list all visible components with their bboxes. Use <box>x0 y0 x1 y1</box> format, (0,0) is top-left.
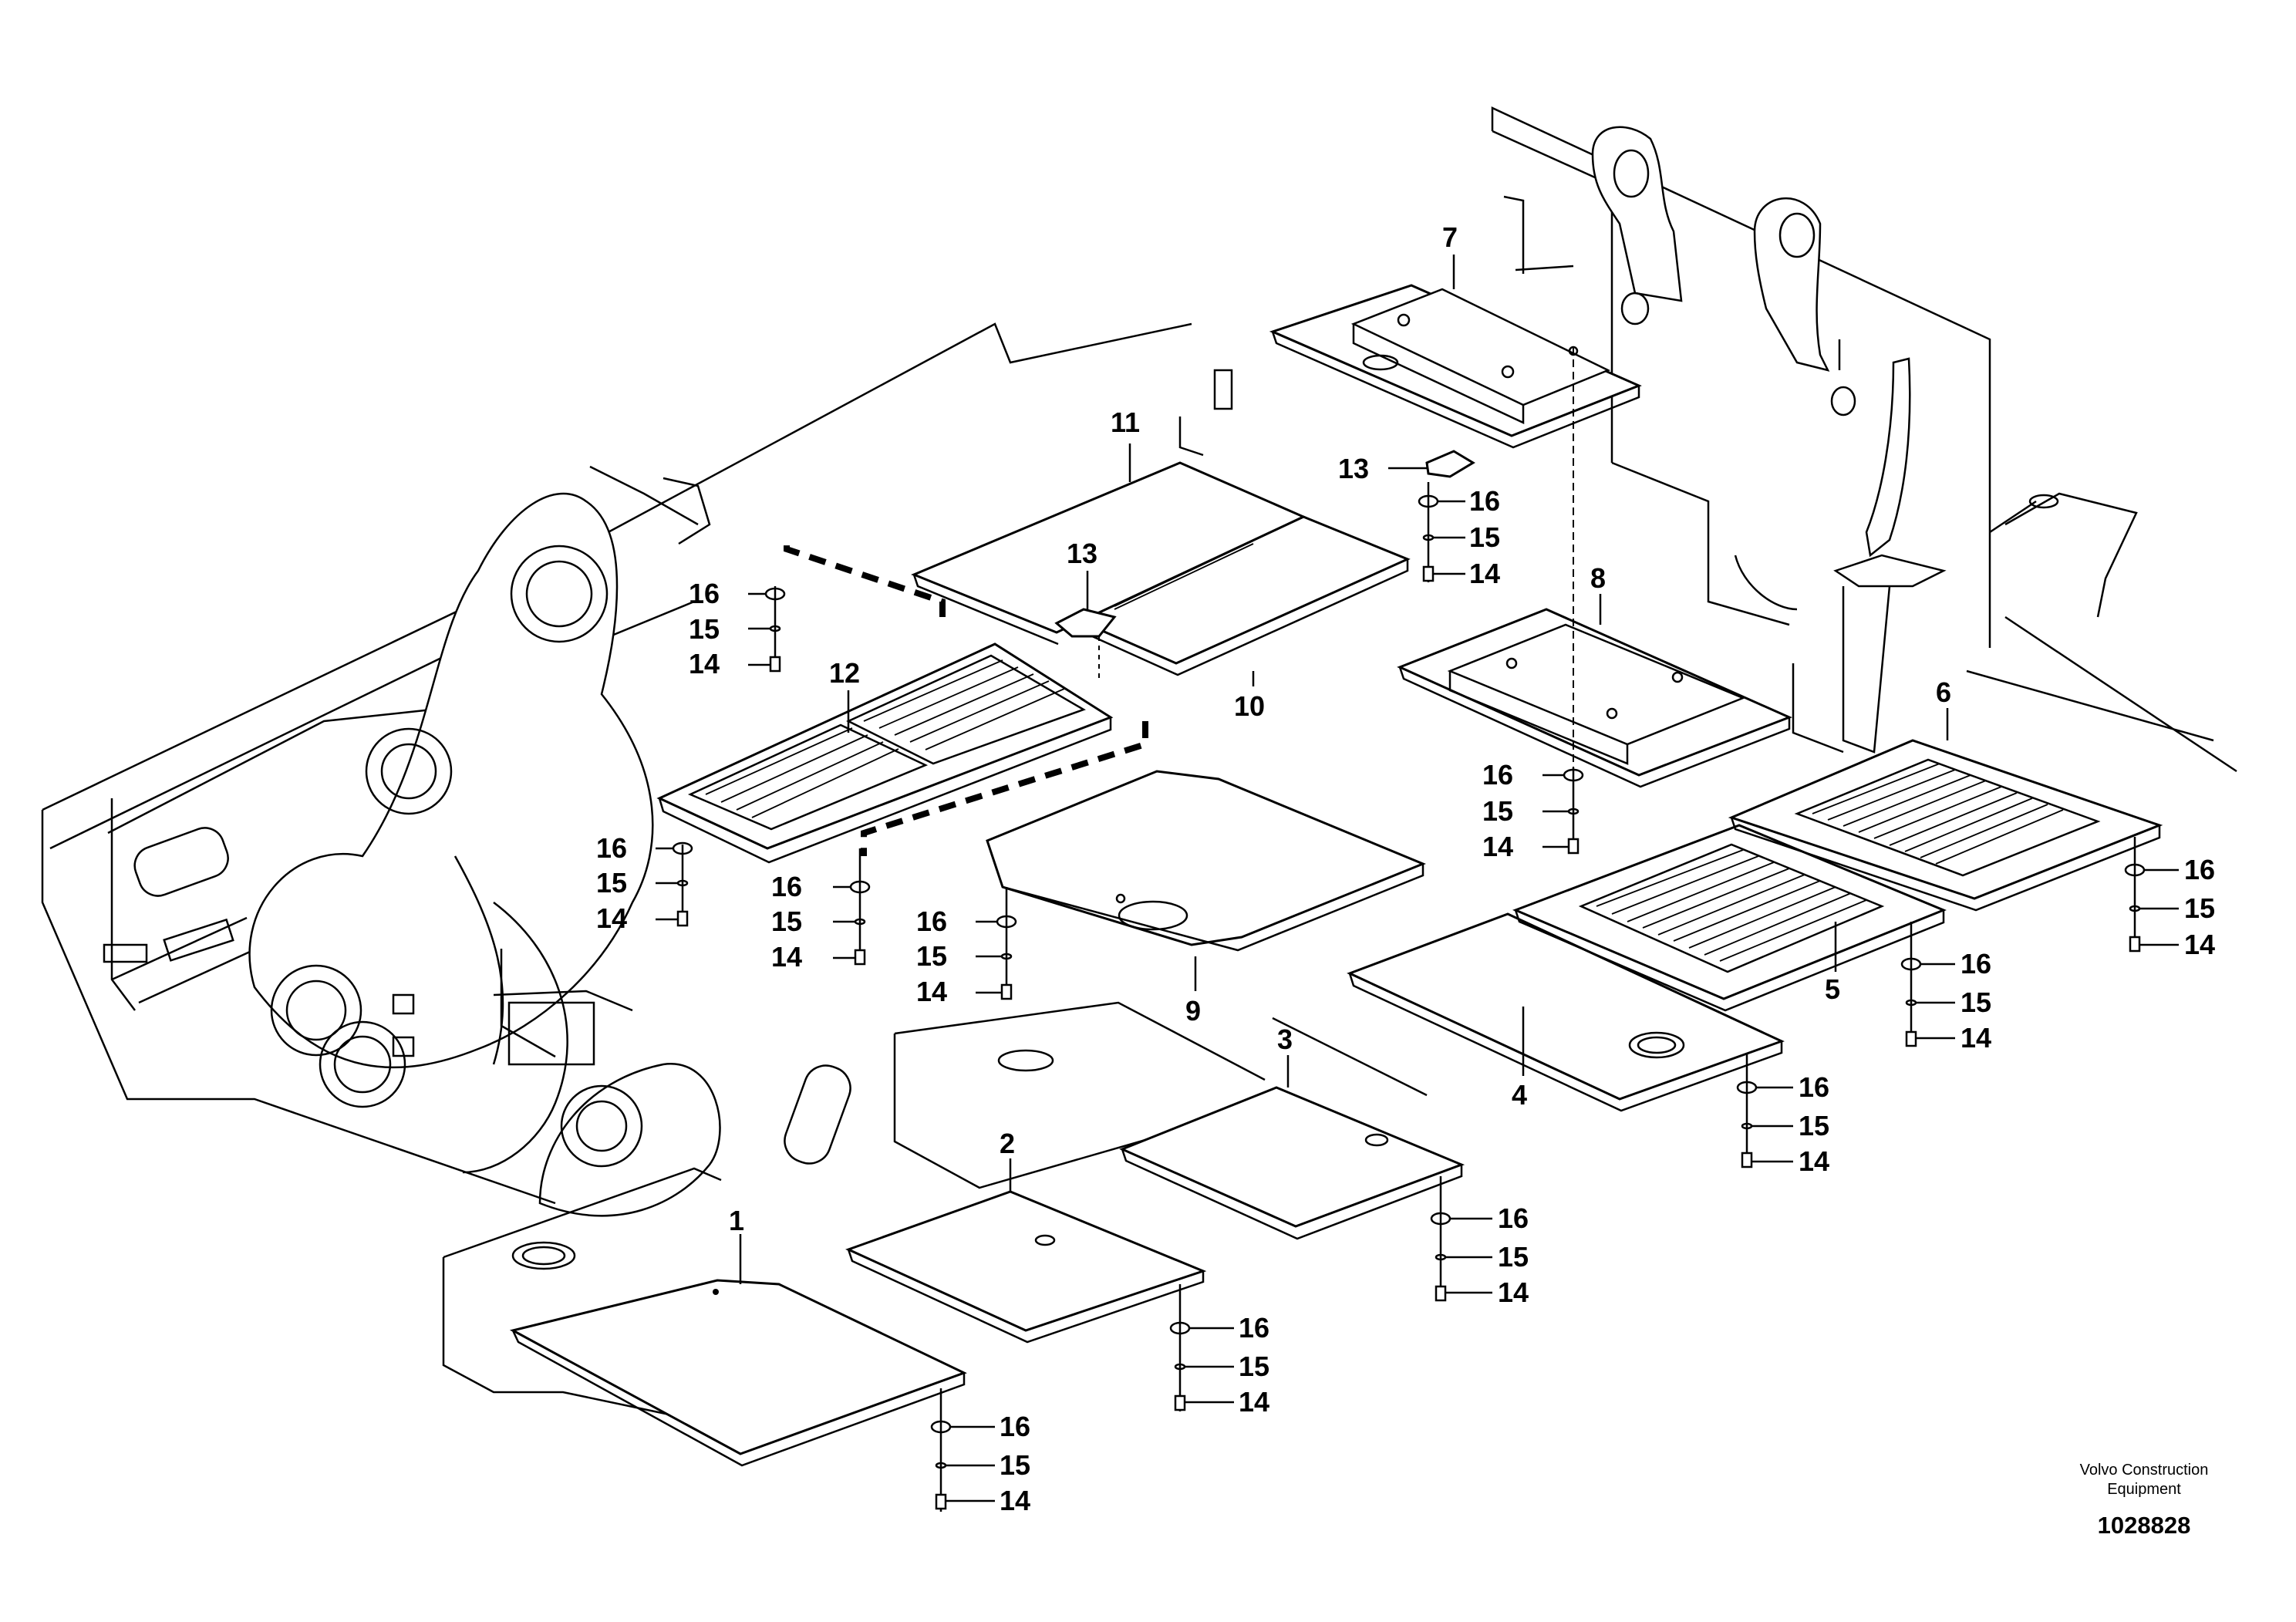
grate-panel-6 <box>1728 739 2163 912</box>
callout-16: 16 <box>1799 1071 1829 1103</box>
small-cover-13 <box>1054 450 1475 638</box>
callout-15: 15 <box>596 867 627 899</box>
brand-line-1: Volvo Construction <box>2080 1462 2209 1479</box>
callout-15: 15 <box>1961 986 1991 1018</box>
callout-14: 14 <box>1000 1485 1030 1516</box>
callout-15: 15 <box>1498 1241 1529 1273</box>
callout-14: 14 <box>1498 1276 1529 1308</box>
callout-15: 15 <box>1482 795 1513 827</box>
callout-11: 11 <box>1111 406 1140 438</box>
callout-16: 16 <box>596 832 627 864</box>
callout-16: 16 <box>689 578 720 609</box>
fastener-stack-k <box>1169 1284 1234 1411</box>
callout-16: 16 <box>1469 485 1500 517</box>
grate-panel-12 <box>656 642 1114 864</box>
callout-15: 15 <box>916 940 947 972</box>
callout-14: 14 <box>771 941 802 973</box>
callout-6: 6 <box>1936 676 1951 708</box>
fastener-stack-d <box>976 887 1017 1000</box>
callout-10: 10 <box>1234 690 1265 722</box>
fastener-stack-l <box>930 1388 995 1512</box>
callout-14: 14 <box>1469 558 1500 589</box>
callout-14: 14 <box>1961 1022 1991 1054</box>
callout-15: 15 <box>1239 1351 1269 1382</box>
callout-13b: 13 <box>1338 453 1369 484</box>
fastener-stack-j <box>1430 1176 1492 1302</box>
callout-labels: 1 2 3 4 5 6 7 8 9 10 11 12 13 13 16 15 1… <box>596 221 2215 1516</box>
callout-16: 16 <box>1482 759 1513 791</box>
callout-8: 8 <box>1590 562 1606 594</box>
callout-14: 14 <box>689 648 720 679</box>
callout-14: 14 <box>916 976 947 1007</box>
fastener-stack-h <box>1900 922 1955 1047</box>
callout-15: 15 <box>1000 1449 1030 1481</box>
cover-plate-11 <box>911 461 1306 646</box>
leader-lines <box>739 255 1949 1284</box>
callout-16: 16 <box>2184 854 2215 885</box>
callout-16: 16 <box>916 905 947 937</box>
callout-7: 7 <box>1442 221 1458 253</box>
fastener-stack-i <box>1736 1053 1793 1168</box>
callout-4: 4 <box>1512 1079 1527 1111</box>
floor-plate-1 <box>509 1279 967 1467</box>
callout-3: 3 <box>1277 1023 1293 1055</box>
fastener-stack-g <box>2124 837 2179 953</box>
fastener-stack-e <box>1418 482 1465 582</box>
callout-13a: 13 <box>1067 538 1097 569</box>
footer: Volvo Construction Equipment 1028828 <box>2080 1462 2209 1539</box>
callout-12: 12 <box>829 657 860 689</box>
callout-15: 15 <box>1799 1110 1829 1141</box>
floor-plate-4 <box>1347 912 1785 1112</box>
callout-2: 2 <box>1000 1128 1015 1159</box>
callout-14: 14 <box>596 902 627 934</box>
fastener-stack-a <box>748 586 786 673</box>
callout-15: 15 <box>2184 892 2215 924</box>
upper-frame-outline <box>41 106 2237 1440</box>
fastener-stack-c <box>833 848 871 966</box>
brand-line-2: Equipment <box>2107 1481 2181 1498</box>
callout-15: 15 <box>771 905 802 937</box>
doc-number: 1028828 <box>2098 1512 2191 1539</box>
callout-5: 5 <box>1825 973 1840 1005</box>
callout-1: 1 <box>729 1205 744 1236</box>
callout-16: 16 <box>1239 1312 1269 1344</box>
callout-16: 16 <box>1961 948 1991 980</box>
callout-14: 14 <box>1239 1386 1269 1418</box>
callout-14: 14 <box>1482 831 1513 862</box>
cover-plate-7 <box>1269 284 1642 449</box>
routing-lines <box>784 347 1574 856</box>
callout-16: 16 <box>1000 1411 1030 1442</box>
floor-plate-2 <box>845 1190 1207 1344</box>
callout-9: 9 <box>1185 995 1201 1027</box>
fastener-stack-b <box>656 841 693 927</box>
cover-plate-8 <box>1397 608 1792 788</box>
cover-plate-9 <box>986 770 1426 952</box>
floor-plate-3 <box>1119 1086 1465 1240</box>
callout-15: 15 <box>1469 521 1500 553</box>
callout-16: 16 <box>771 871 802 902</box>
callout-15: 15 <box>689 613 720 645</box>
callout-14: 14 <box>2184 929 2215 960</box>
callout-16: 16 <box>1498 1202 1529 1234</box>
fastener-stack-f <box>1542 767 1584 855</box>
grate-panel-5 <box>1512 824 1947 1012</box>
callout-14: 14 <box>1799 1145 1829 1177</box>
